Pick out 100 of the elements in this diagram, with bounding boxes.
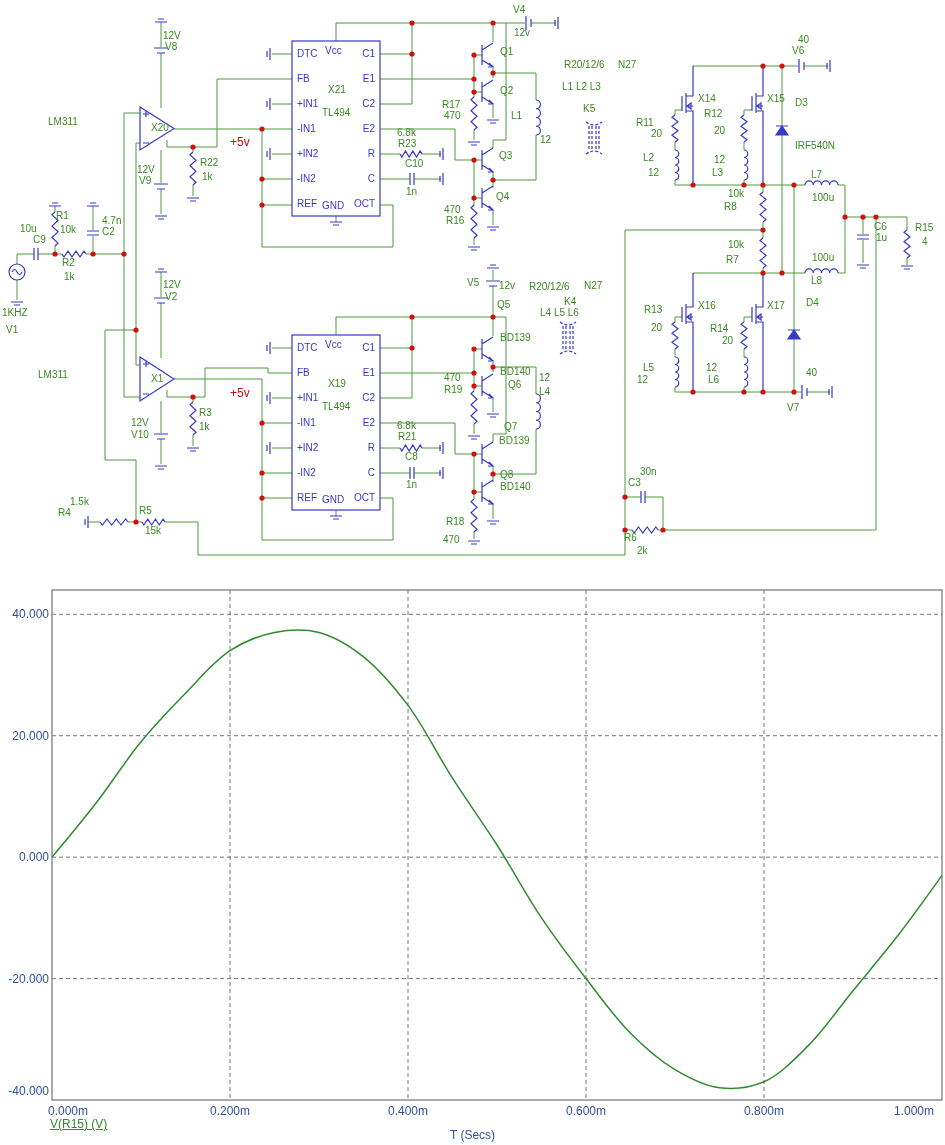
component-label: BD139 — [500, 332, 531, 344]
legend-label: V(R15) (V) — [50, 1117, 108, 1131]
component-label: L7 — [811, 169, 823, 181]
component-label: D3 — [795, 97, 808, 109]
component-label: 1u — [876, 232, 888, 244]
pin-label: +IN1 — [297, 98, 319, 110]
component-label: 1n — [406, 186, 418, 198]
component-label: 12V — [163, 279, 181, 291]
component-label: V4 — [513, 4, 526, 16]
component-label: Q4 — [496, 191, 510, 203]
component-label: R23 — [398, 138, 417, 150]
component-label: L1 — [511, 110, 523, 122]
component-label: 4 — [922, 236, 928, 248]
pin-label: GND — [322, 200, 345, 212]
component-label: V5 — [467, 277, 480, 289]
component-label: 12 — [539, 372, 551, 384]
component-label: 12 — [637, 374, 649, 386]
component-label: V9 — [139, 175, 152, 187]
component-label: 10u — [20, 223, 37, 235]
component-label: 40 — [806, 367, 818, 379]
component-label: D4 — [806, 297, 819, 309]
component-label: 10k — [728, 239, 745, 251]
component-label: 6.8k — [397, 127, 416, 139]
component-label: V10 — [131, 429, 149, 441]
component-label: L4 L5 L6 — [540, 307, 579, 319]
component-label: C6 — [874, 221, 887, 233]
component-label: X17 — [767, 300, 785, 312]
component-label: R3 — [199, 407, 212, 419]
component-label: L4 — [539, 386, 551, 398]
axis-title: T (Secs) — [450, 1128, 496, 1142]
pin-label: +IN1 — [297, 392, 319, 404]
component-label: L2 — [643, 152, 655, 164]
component-label: R13 — [644, 304, 663, 316]
component-label: 12V — [137, 164, 155, 176]
x-tick-label: 0.800m — [744, 1104, 785, 1118]
component-label: X20 — [151, 122, 169, 134]
component-label: 100u — [812, 252, 835, 264]
pin-label: -IN1 — [297, 417, 316, 429]
component-label: R4 — [58, 507, 71, 519]
component-label: C9 — [33, 234, 46, 246]
component-label: 1KHZ — [2, 307, 28, 319]
component-label: X19 — [328, 378, 346, 390]
component-label: 100u — [812, 192, 835, 204]
y-tick-label: 0.000 — [18, 850, 49, 865]
component-label: X1 — [151, 373, 164, 385]
component-label: 470 — [444, 110, 461, 122]
pin-label: FB — [297, 73, 310, 85]
component-label: R18 — [446, 516, 465, 528]
y-tick-label: 20.000 — [12, 728, 49, 743]
component-label: L1 L2 L3 — [562, 81, 601, 93]
pin-label: E2 — [362, 417, 375, 429]
pin-label: Vcc — [325, 339, 342, 351]
y-tick-label: -20.000 — [8, 971, 49, 986]
component-label: 470 — [444, 372, 461, 384]
pin-label: FB — [297, 367, 310, 379]
component-label: X21 — [328, 84, 346, 96]
pin-label: E1 — [362, 367, 375, 379]
component-label: 20 — [651, 128, 663, 140]
component-label: 12 — [648, 167, 660, 179]
pin-label: GND — [322, 494, 345, 506]
y-tick-label: -40.000 — [8, 1084, 49, 1098]
component-label: V2 — [165, 291, 178, 303]
component-label: TL494 — [322, 401, 351, 413]
component-label: C2 — [102, 226, 115, 238]
component-label: BD140 — [500, 366, 531, 378]
component-label: TL494 — [322, 107, 351, 119]
component-label: Q5 — [497, 299, 511, 311]
pin-label: OCT — [353, 198, 375, 210]
pin-label: +IN2 — [297, 148, 319, 160]
component-label: 1k — [199, 421, 210, 433]
pin-label: C — [367, 467, 375, 479]
component-label: L8 — [811, 275, 823, 287]
component-label: 20 — [714, 125, 726, 137]
component-label: N27 — [618, 59, 637, 71]
component-label: 4.7n — [102, 215, 122, 227]
component-label: C10 — [405, 158, 424, 170]
pin-label: C1 — [362, 48, 375, 60]
y-tick-label: 40.000 — [12, 607, 49, 622]
pin-label: E1 — [362, 73, 375, 85]
component-label: LM311 — [38, 369, 68, 381]
component-label: 6.8k — [397, 420, 416, 432]
component-label: X16 — [698, 300, 716, 312]
component-label: X14 — [698, 93, 716, 105]
component-label: R6 — [624, 532, 637, 544]
component-label: V7 — [787, 402, 800, 414]
component-label: Q2 — [500, 85, 514, 97]
component-label: 470 — [444, 204, 461, 216]
component-label: 12v — [514, 27, 531, 39]
component-label: V8 — [165, 41, 178, 53]
component-label: 12V — [163, 30, 181, 42]
component-label: Q8 — [500, 469, 514, 481]
component-label: 470 — [443, 534, 460, 546]
component-label: X15 — [767, 93, 785, 105]
component-label: L6 — [708, 374, 720, 386]
pin-label: E2 — [362, 123, 375, 135]
pin-label: DTC — [297, 48, 318, 60]
x-tick-label: 0.200m — [210, 1104, 251, 1118]
component-label: 12v — [499, 280, 516, 292]
pin-label: Vcc — [325, 45, 342, 57]
component-label: 30n — [640, 466, 657, 478]
